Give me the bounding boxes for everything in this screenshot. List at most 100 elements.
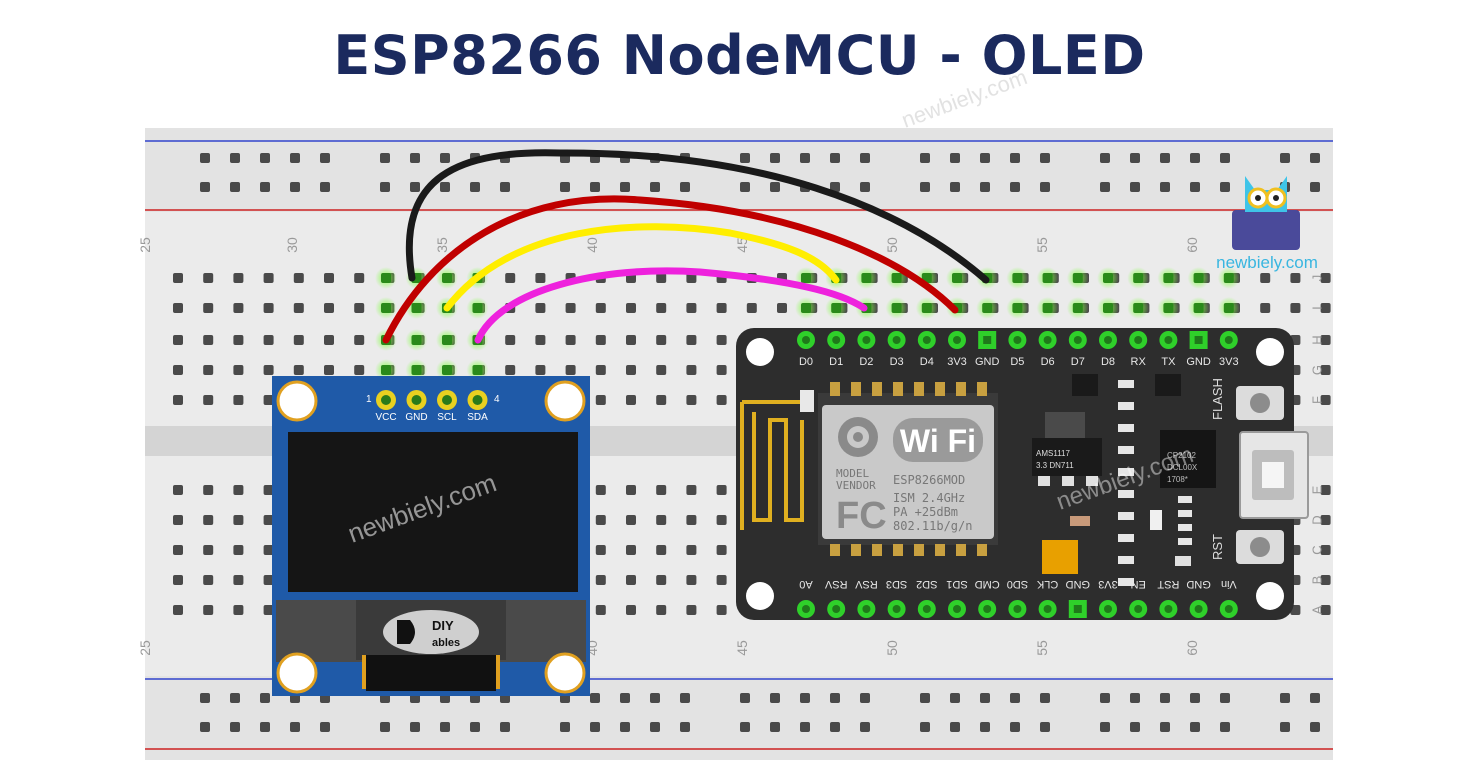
pin-label-top: D6: [1041, 356, 1055, 368]
breadboard-hole: [626, 485, 636, 495]
breadboard-hole: [590, 693, 600, 703]
pin-label-top: D0: [799, 356, 813, 368]
row-letter: D: [1309, 515, 1324, 524]
breadboard-hole: [1220, 693, 1230, 703]
usb-chip-label-3: 1708*: [1167, 475, 1188, 484]
pin-label-bottom: RSV: [824, 578, 847, 590]
breadboard-hole: [470, 722, 480, 732]
diyables-logo-text-2: ables: [432, 637, 460, 649]
breadboard-hole: [800, 153, 810, 163]
row-letter: H: [1309, 335, 1324, 344]
pin-label-bottom: EN: [1131, 578, 1146, 590]
breadboard-hole: [595, 335, 606, 345]
breadboard-hole: [380, 722, 390, 732]
breadboard-hole: [263, 515, 274, 525]
breadboard-hole: [263, 605, 274, 615]
breadboard-hole: [626, 335, 636, 345]
breadboard-hole: [203, 515, 214, 525]
breadboard-hole: [1130, 182, 1140, 192]
mount-hole: [544, 380, 586, 422]
module-std-label: 802.11b/g/n: [893, 519, 972, 533]
breadboard-hole: [233, 273, 244, 283]
smd-resistor: [1118, 380, 1134, 388]
breadboard-hole: [1100, 182, 1110, 192]
breadboard-hole: [260, 182, 270, 192]
breadboard-hole: [440, 722, 450, 732]
pin-label-bottom: GND: [1066, 578, 1091, 590]
mount-hole: [746, 338, 774, 366]
oled-pin-label: SCL: [437, 412, 457, 423]
breadboard-hole: [656, 605, 667, 615]
breadboard-hole: [595, 395, 606, 405]
module-pad: [956, 544, 966, 556]
breadboard-hole: [263, 273, 274, 283]
breadboard-hole: [1190, 153, 1200, 163]
module-pad: [830, 382, 840, 396]
breadboard-hole: [656, 545, 667, 555]
smd-resistor: [1118, 490, 1134, 498]
breadboard-hole: [293, 365, 304, 375]
breadboard-hole: [560, 182, 570, 192]
connected-hole: [1193, 303, 1204, 313]
row-letter: A: [1309, 605, 1324, 614]
fcc-logo: FC: [836, 495, 887, 537]
breadboard-hole: [1220, 722, 1230, 732]
column-number: 60: [1184, 640, 1200, 656]
breadboard-hole: [1190, 182, 1200, 192]
breadboard-hole: [1310, 722, 1320, 732]
breadboard-hole: [200, 153, 210, 163]
breadboard-hole: [565, 365, 576, 375]
pin-label-top: GND: [975, 356, 1000, 368]
breadboard-hole: [1320, 605, 1331, 615]
breadboard-hole: [595, 515, 606, 525]
oled-pin-label: VCC: [375, 412, 396, 423]
connected-hole: [381, 365, 391, 375]
antenna-trace: [740, 400, 806, 530]
breadboard-hole: [290, 153, 300, 163]
oled-pin-index-left: 1: [366, 394, 372, 405]
breadboard-hole: [535, 303, 546, 313]
breadboard-hole: [203, 335, 214, 345]
breadboard-hole: [293, 303, 304, 313]
breadboard-hole: [1320, 365, 1331, 375]
breadboard-hole: [290, 722, 300, 732]
breadboard-hole: [1310, 182, 1320, 192]
connected-hole: [1163, 273, 1174, 283]
breadboard-hole: [980, 693, 990, 703]
breadboard-hole: [1160, 693, 1170, 703]
breadboard-hole: [1280, 153, 1290, 163]
pin-label-top: D2: [859, 356, 873, 368]
mount-hole: [1256, 582, 1284, 610]
pin-label-bottom: SD2: [916, 578, 937, 590]
module-vendor-label: VENDOR: [836, 479, 876, 492]
module-pad: [893, 382, 903, 396]
usb-chip-label: CP2102: [1167, 451, 1196, 460]
connected-hole: [801, 273, 811, 283]
breadboard-hole: [200, 722, 210, 732]
breadboard-hole: [1130, 693, 1140, 703]
breadboard-hole: [324, 335, 334, 345]
breadboard-hole: [650, 693, 660, 703]
breadboard-hole: [324, 365, 334, 375]
row-letter: J: [1309, 275, 1324, 282]
mount-hole: [1256, 338, 1284, 366]
magenta-wire: [474, 267, 868, 344]
smd-resistor: [1118, 512, 1134, 520]
breadboard-hole: [1010, 153, 1020, 163]
column-number: 30: [284, 237, 300, 253]
column-number: 55: [1034, 237, 1050, 253]
breadboard-hole: [263, 485, 274, 495]
connected-hole: [1103, 273, 1113, 283]
breadboard-hole: [595, 545, 606, 555]
breadboard-hole: [650, 182, 660, 192]
breadboard-hole: [686, 485, 697, 495]
module-pad: [872, 382, 882, 396]
voltage-regulator: [1032, 438, 1102, 476]
row-letter: I: [1309, 306, 1324, 310]
breadboard-hole: [716, 485, 727, 495]
breadboard-hole: [173, 303, 183, 313]
breadboard-hole: [1290, 303, 1301, 313]
breadboard-hole: [500, 182, 510, 192]
column-number: 60: [1184, 237, 1200, 253]
breadboard-hole: [203, 365, 214, 375]
